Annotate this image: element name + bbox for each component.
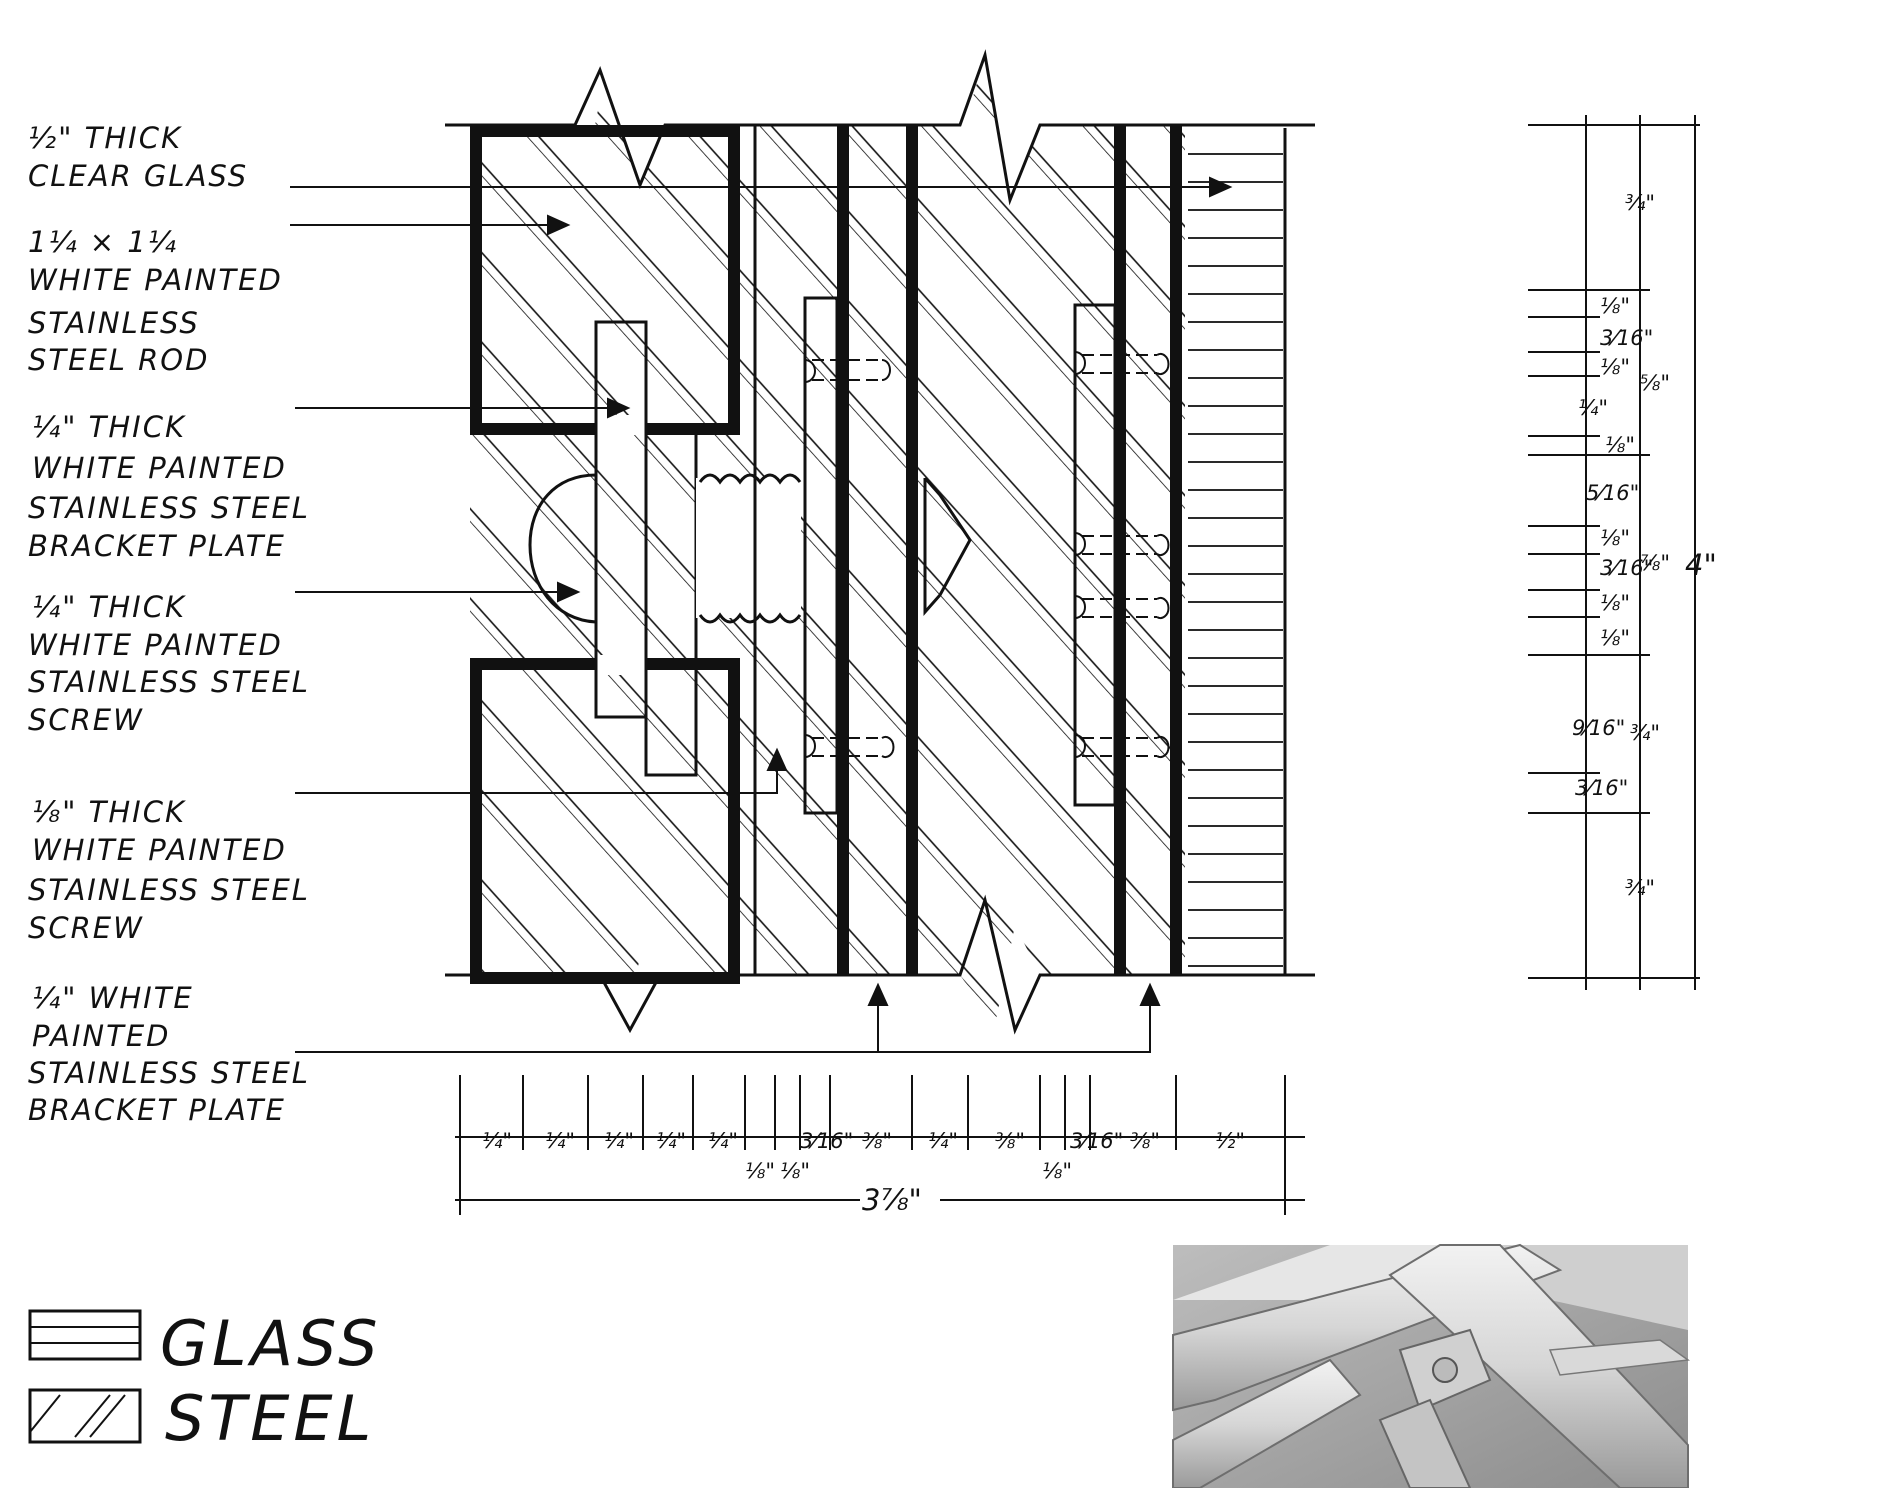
screw-tip (923, 477, 972, 616)
dim-right-c2b: ⅞" (1640, 551, 1670, 575)
bottom-dimension-string: ¼" ¼" ¼" ¼" ¼" 3⁄16" ⅜" ¼" ⅜" 3⁄16" ⅜" ½… (455, 1075, 1305, 1217)
dim-bottom-11: ⅜" (1130, 1129, 1160, 1153)
dim-bottom-10: 3⁄16" (1070, 1129, 1123, 1153)
dim-bottom-2: ¼" (545, 1129, 575, 1153)
dim-bottom-4: ¼" (656, 1129, 686, 1153)
screw-eighth-callout-line-4: SCREW (28, 911, 144, 945)
screw-eighth-callout-line-3: STAINLESS STEEL (28, 873, 310, 907)
rod-bottom-opening (596, 655, 646, 675)
dim-bottom-sub-3: ⅛" (1042, 1159, 1072, 1183)
dim-right-s9: 3⁄16" (1575, 776, 1628, 800)
legend-glass-label: GLASS (160, 1307, 382, 1380)
glass-panel-lines (1188, 128, 1283, 973)
dim-right-c2a: ⅝" (1640, 371, 1670, 395)
bracket-top-callout-line-4: BRACKET PLATE (28, 529, 286, 563)
steel-hatch-field (470, 55, 1185, 1025)
bottom-break-line (445, 894, 1315, 1035)
dim-bottom-9: ⅜" (995, 1129, 1025, 1153)
dim-right-s8: ⅛" (1600, 626, 1630, 650)
screw-threads-bottom (698, 612, 802, 624)
dim-right-total: 4" (1685, 548, 1717, 582)
rod-callout-line-3: STAINLESS (28, 306, 200, 340)
rod-top-opening (596, 415, 646, 435)
dim-right-d: 9⁄16" (1572, 716, 1625, 740)
dim-bottom-8: ¼" (928, 1129, 958, 1153)
screw-quarter-callout-line-1: ¼" THICK (32, 590, 186, 624)
legend-steel-label: STEEL (165, 1382, 375, 1455)
screw-threads-top (698, 473, 802, 485)
dim-bottom-12: ½" (1215, 1129, 1245, 1153)
screw-quarter-callout-line-2: WHITE PAINTED (28, 628, 283, 662)
rod-callout-line-4: STEEL ROD (28, 343, 209, 377)
dim-bottom-7: ⅜" (862, 1129, 892, 1153)
screw-quarter-callout-line-4: SCREW (28, 703, 144, 737)
dim-right-s7: ⅛" (1600, 591, 1630, 615)
rod-callout-line-2: WHITE PAINTED (28, 263, 283, 297)
dim-bottom-sub-2: ⅛" (780, 1159, 810, 1183)
dim-right-a: ¾" (1625, 191, 1655, 215)
leader-lines (290, 176, 1233, 1053)
bracket-top-callout-line-2: WHITE PAINTED (32, 451, 287, 485)
glass-callout-line-1: ½" THICK (28, 121, 182, 155)
dim-bottom-5: ¼" (708, 1129, 738, 1153)
dim-right-s6: 3⁄16" (1600, 556, 1653, 580)
legend: GLASS STEEL (28, 1307, 382, 1455)
dim-right-e: ¾" (1625, 876, 1655, 900)
right-dimension-string: ¾" ¼" 5⁄16" 9⁄16" ¾" ⅛" 3⁄16" ⅛" ⅛" ⅛" 3… (1528, 115, 1717, 990)
dim-bottom-6: 3⁄16" (800, 1129, 853, 1153)
section-drawing (445, 49, 1315, 1035)
screw-eighth-callout-line-1: ⅛" THICK (32, 795, 186, 829)
dim-right-s1: ⅛" (1600, 294, 1630, 318)
dim-bottom-1: ¼" (482, 1129, 512, 1153)
top-break-line (445, 49, 1315, 206)
bolt-head (528, 473, 598, 624)
small-screws (804, 351, 1170, 758)
glass-callout-line-2: CLEAR GLASS (28, 159, 248, 193)
bracket-bottom-callout-line-4: BRACKET PLATE (28, 1093, 286, 1127)
bracket-bottom-callout-line-2: PAINTED (32, 1019, 171, 1053)
bracket-bottom-callout-line-1: ¼" WHITE (32, 981, 194, 1015)
bracket-bottom-callout-line-3: STAINLESS STEEL (28, 1056, 310, 1090)
dim-right-b: ¼" (1578, 396, 1608, 420)
dim-right-s2: 3⁄16" (1600, 326, 1653, 350)
dim-right-s3: ⅛" (1600, 355, 1630, 379)
dim-right-s5: ⅛" (1600, 526, 1630, 550)
bracket-top-callout-line-1: ¼" THICK (32, 410, 186, 444)
legend-steel-swatch (28, 1388, 142, 1444)
dim-right-c2c: ¾" (1630, 721, 1660, 745)
steel-connection-photo (1172, 1243, 1691, 1488)
dim-right-s4: ⅛" (1605, 433, 1635, 457)
callout-labels: ½" THICK CLEAR GLASS 1¼ × 1¼ WHITE PAINT… (28, 121, 310, 1127)
bracket-top-callout-line-3: STAINLESS STEEL (28, 491, 310, 525)
dim-bottom-3: ¼" (604, 1129, 634, 1153)
screw-shank (696, 478, 801, 618)
legend-glass-swatch (28, 1309, 142, 1361)
screw-quarter-callout-line-3: STAINLESS STEEL (28, 665, 310, 699)
dim-right-c: 5⁄16" (1586, 481, 1639, 505)
screw-eighth-callout-line-2: WHITE PAINTED (32, 833, 287, 867)
dim-bottom-total: 3⅞" (862, 1183, 922, 1217)
rod-callout-line-1: 1¼ × 1¼ (28, 225, 178, 259)
dim-bottom-sub-1: ⅛" (745, 1159, 775, 1183)
